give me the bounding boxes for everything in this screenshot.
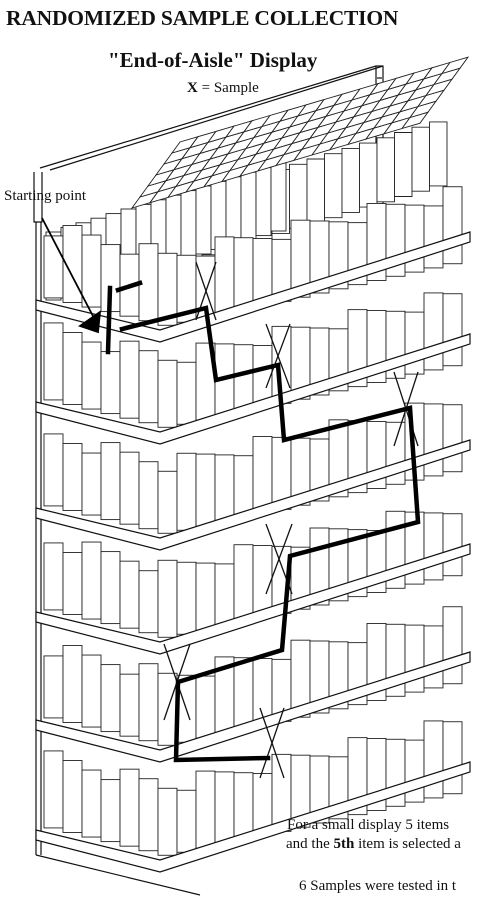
shelf-box bbox=[443, 294, 462, 366]
note-line-2: and the 5th item is selected a bbox=[286, 836, 461, 853]
shelf-box bbox=[82, 235, 101, 307]
left-post-top bbox=[34, 172, 42, 222]
note-line-2-start: and the bbox=[286, 836, 330, 852]
shelf-box bbox=[44, 236, 63, 298]
shelf-box bbox=[253, 546, 272, 618]
top-front-box bbox=[271, 163, 286, 231]
top-back-box bbox=[290, 164, 308, 228]
shelf-box bbox=[101, 665, 120, 732]
shelf-box bbox=[158, 471, 177, 533]
shelf-box bbox=[82, 342, 101, 409]
shelf-box bbox=[234, 773, 253, 840]
shelf-box bbox=[196, 771, 215, 848]
shelf-box bbox=[215, 564, 234, 626]
shelf-box bbox=[63, 443, 82, 510]
shelf-box bbox=[139, 571, 158, 633]
shelf-box bbox=[82, 542, 101, 619]
shelf-box bbox=[139, 779, 158, 851]
shelf-box bbox=[177, 362, 196, 424]
shelf-box bbox=[234, 545, 253, 622]
shelf-box bbox=[101, 552, 120, 624]
shelf-box bbox=[44, 751, 63, 828]
shelf-box bbox=[120, 674, 139, 736]
top-back-box bbox=[430, 122, 448, 186]
top-front-box bbox=[241, 172, 256, 240]
shelf-box bbox=[139, 664, 158, 741]
shelf-box bbox=[158, 560, 177, 637]
shelf-box bbox=[82, 453, 101, 515]
note-line-1: For a small display 5 items bbox=[287, 817, 449, 834]
shelf-box bbox=[44, 656, 63, 718]
shelf-box bbox=[424, 513, 443, 580]
shelf-box bbox=[443, 514, 462, 576]
top-front-box bbox=[256, 168, 271, 236]
shelf-box bbox=[234, 238, 253, 310]
shelf-box bbox=[196, 676, 215, 738]
shelf-box bbox=[443, 722, 462, 794]
note-line-3: 6 Samples were tested in t bbox=[299, 878, 456, 895]
shelf-box bbox=[215, 237, 234, 314]
shelf-box bbox=[120, 561, 139, 628]
shelf-box bbox=[405, 740, 424, 802]
shelf-box bbox=[82, 770, 101, 837]
top-back-box bbox=[377, 138, 395, 202]
shelf-box bbox=[139, 351, 158, 423]
shelf-box bbox=[443, 607, 462, 684]
shelf-box bbox=[82, 655, 101, 727]
shelf-box bbox=[405, 312, 424, 374]
shelf-box bbox=[196, 454, 215, 526]
shelf-box bbox=[424, 404, 443, 476]
top-back-box bbox=[325, 154, 343, 218]
top-back-box bbox=[395, 133, 413, 197]
shelf-box bbox=[120, 769, 139, 846]
shelf-box bbox=[196, 563, 215, 630]
shelf-box bbox=[424, 626, 443, 688]
shelf-box bbox=[424, 206, 443, 268]
product-boxes bbox=[44, 57, 468, 855]
shelf-box bbox=[443, 187, 462, 264]
top-front-box bbox=[181, 191, 196, 259]
shelf-box bbox=[234, 456, 253, 518]
shelf-box bbox=[158, 788, 177, 855]
shelf-box bbox=[177, 453, 196, 530]
shelf-box bbox=[63, 760, 82, 832]
shelf-box bbox=[44, 323, 63, 400]
shelf-box bbox=[443, 405, 462, 472]
shelf-box bbox=[44, 434, 63, 506]
top-front-box bbox=[226, 177, 241, 245]
path-start-segment bbox=[108, 288, 110, 352]
shelf-box bbox=[63, 645, 82, 722]
shelf-box bbox=[158, 360, 177, 427]
top-back-box bbox=[360, 143, 378, 207]
shelf-box bbox=[253, 437, 272, 514]
shelf-box bbox=[101, 352, 120, 414]
note-line-2-highlight: 5th bbox=[333, 836, 354, 852]
shelf-box bbox=[215, 772, 234, 844]
shelf-box bbox=[139, 462, 158, 529]
top-back-box bbox=[342, 148, 360, 212]
shelf-box bbox=[234, 345, 253, 412]
shelf-box bbox=[63, 332, 82, 404]
shelf-box bbox=[215, 455, 234, 522]
top-back-box bbox=[307, 159, 325, 223]
shelf-box bbox=[101, 780, 120, 842]
top-front-box bbox=[196, 186, 211, 254]
shelf-box bbox=[63, 552, 82, 614]
shelf-box bbox=[44, 543, 63, 610]
note-line-2-end: item is selected a bbox=[358, 836, 461, 852]
shelf-box bbox=[120, 341, 139, 418]
shelf-box bbox=[101, 443, 120, 520]
shelf-box bbox=[120, 452, 139, 524]
shelf-box bbox=[177, 562, 196, 634]
shelf-box bbox=[234, 658, 253, 730]
shelf-box bbox=[177, 790, 196, 852]
top-back-box bbox=[412, 127, 430, 191]
